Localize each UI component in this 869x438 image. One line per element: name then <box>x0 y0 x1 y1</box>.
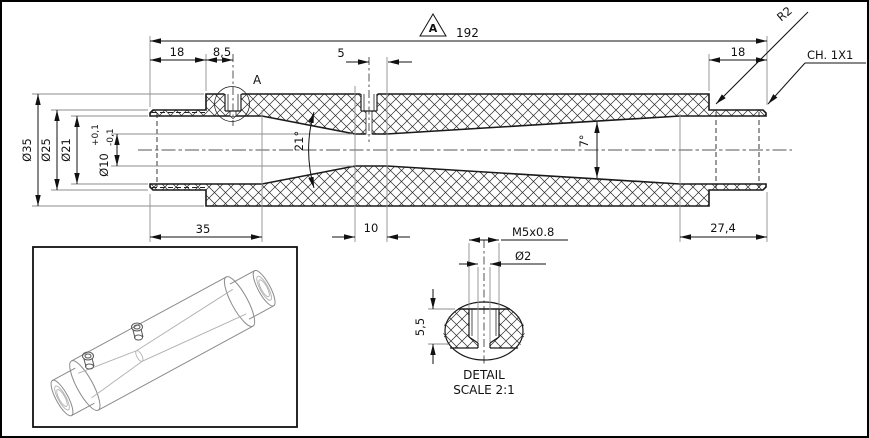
thread-spec: M5x0.8 <box>512 225 554 239</box>
detail-title: DETAIL <box>463 368 505 382</box>
dim-inlet-length: 35 <box>196 222 211 236</box>
hole1-thread-port <box>224 94 242 119</box>
datum-flag-label: A <box>429 22 438 35</box>
main-section-view: A 192 18 8,5 5 18 35 10 27,4 Ø35 Ø25 Ø21… <box>20 4 866 242</box>
dim-outlet-length: 27,4 <box>710 221 736 235</box>
dim-overall-length: 192 <box>456 26 479 40</box>
dim-dia-stub: Ø25 <box>39 138 53 162</box>
thread-depth: 5,5 <box>413 318 427 336</box>
dim-divergent-angle: 7° <box>577 134 591 147</box>
leader-r2 <box>715 11 809 105</box>
iso-view <box>32 246 298 428</box>
dim-convergent-angle: 21° <box>292 131 306 151</box>
detail-section-edges <box>450 308 518 349</box>
dim-hole1-offset: 8,5 <box>213 45 231 59</box>
dim-throat-tol-minus: -0,1 <box>106 128 116 146</box>
datum-flag: A <box>419 13 447 37</box>
iso-port-2 <box>131 322 144 341</box>
iso-port-1 <box>82 351 95 370</box>
dim-right-stub-length: 18 <box>731 45 746 59</box>
dim-dia-outer: Ø35 <box>20 138 34 162</box>
detail-hole-dia: Ø2 <box>515 249 531 263</box>
iso-view-border <box>32 246 298 428</box>
detail-callout-label: A <box>253 73 262 87</box>
dim-throat-tol-plus: +0,1 <box>91 124 101 146</box>
hole1-opening <box>224 92 242 112</box>
dim-fillet-radius: R2 <box>774 4 795 25</box>
dim-dia-throat-group: Ø10 +0,1 -0,1 <box>91 124 116 177</box>
extension-lines <box>32 36 768 242</box>
detail-scale: SCALE 2:1 <box>453 383 515 397</box>
dim-hole2-offset: 5 <box>337 46 344 60</box>
dim-dia-bore: Ø21 <box>59 138 73 162</box>
upper-wall-section <box>149 93 767 135</box>
dim-left-offset: 18 <box>170 45 185 59</box>
dim-arc-21deg <box>308 111 315 189</box>
leader-chamfer <box>767 62 866 105</box>
detail-callout-circle <box>214 86 250 122</box>
iso-tube <box>50 269 276 417</box>
lower-wall-section <box>149 165 767 207</box>
dim-throat-length: 10 <box>364 221 379 235</box>
detail-extension-lines <box>428 243 500 345</box>
dim-dia-throat: Ø10 <box>97 153 111 177</box>
detail-view: M5x0.8 Ø2 5,5 DETAIL SCALE 2:1 <box>413 225 568 397</box>
chamfer-note: CH. 1X1 <box>807 48 853 62</box>
dimension-lines <box>35 38 767 240</box>
